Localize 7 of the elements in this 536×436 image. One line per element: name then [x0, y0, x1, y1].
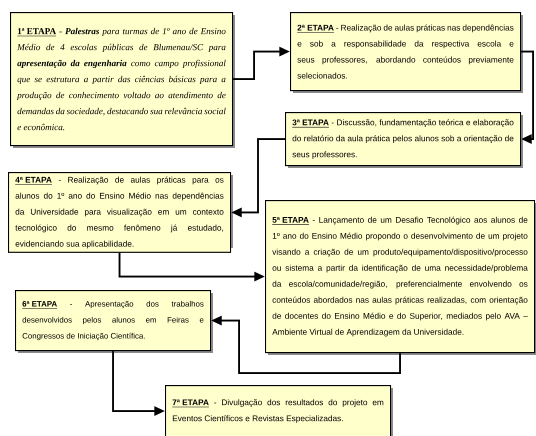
- process-box: 7ª ETAPA - Divulgação dos resultados do projeto em Eventos Científicos e Revistas Especializadas.: [165, 385, 393, 436]
- process-box: 4ª ETAPA - Realização de aulas práticas para os alunos do 1º ano do Ensino Médio nas dependências da Universidade para visualização em um contexto tecnológico do mesmo fenômeno já estudado, evidenciando sua aplicabilidade.: [8, 172, 233, 253]
- process-box: 2ª ETAPA - Realização de aulas práticas nas dependências e sob a responsabilidade da respectiva escola e seus professores, abordando conteúdos previamente selecionados.: [290, 12, 523, 93]
- process-box: 5ª ETAPA - Lançamento de um Desafio Tecnológico aos alunos de 1º ano do Ensino Médio propondo o desenvolvimento de um projeto visando a criação de um produto/equipamento/dispositivo/processo ou sistema a partir da identificação de uma necessidade/problema da escola/comunidade/região, preferencialmente envolvendo os conteúdos abordados nas aulas práticas realizadas, com orientação de docentes do Ensino Médio e do Superior, mediados pelo AVA – Ambiente Virtual de Aprendizagem da Universidade.: [265, 200, 536, 355]
- process-box: 3ª ETAPA - Discussão, fundamentação teórica e elaboração do relatório da aula prática pelos alunos sob a orientação de seus professores.: [285, 112, 523, 168]
- arrow: [521, 50, 534, 144]
- process-box: 1ª ETAPA - Palestras para turmas de 1º ano de Ensino Médio de 4 escolas públicas de Blumenau/SC para apresentação da engenharia como campo profissional que se estrutura a partir das ciências básicas para a produção de conhecimento voltado ao atendimento de demandas da sociedade, destacando sua relevância social e econômica.: [10, 12, 235, 148]
